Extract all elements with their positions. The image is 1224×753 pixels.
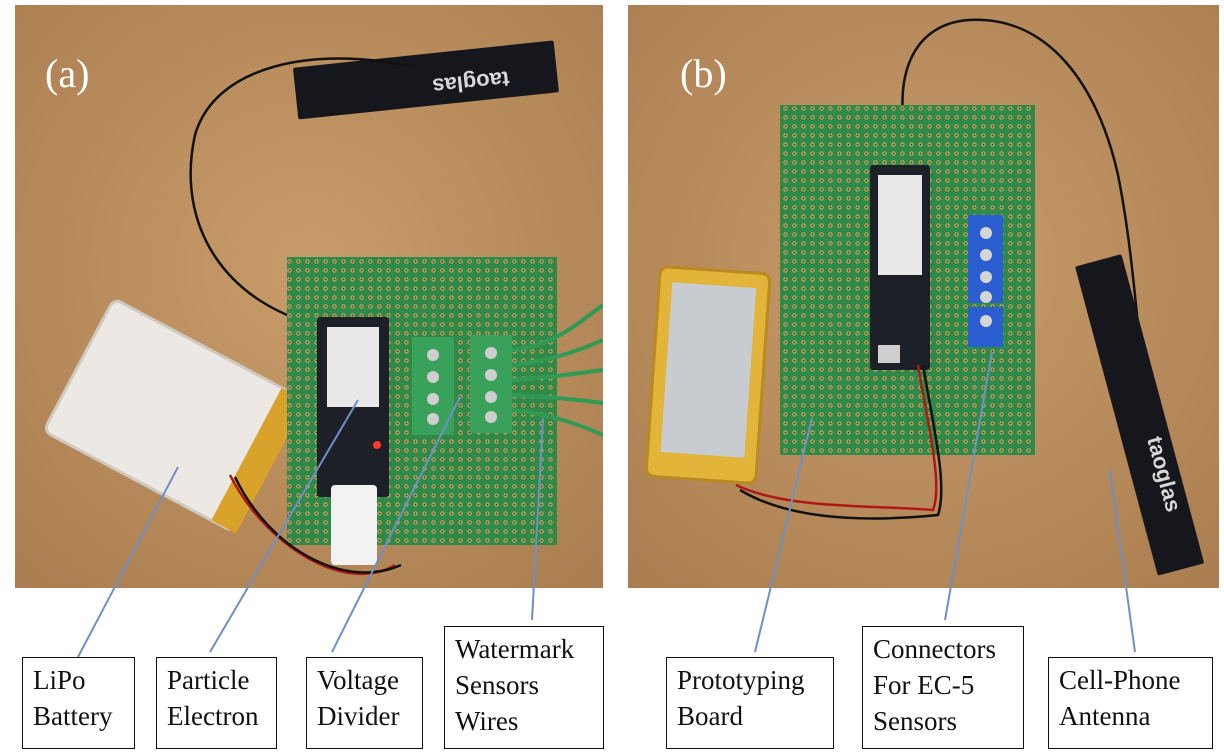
lipo-battery-b xyxy=(644,265,772,485)
callout-prototyping-board: Prototyping Board xyxy=(666,657,834,749)
callout-lipo-battery: LiPo Battery xyxy=(22,657,135,749)
photo-a: taoglas (a) xyxy=(15,5,603,588)
panel-label-a: (a) xyxy=(45,51,89,96)
callout-watermark-sensors-wires: Watermark Sensors Wires xyxy=(444,626,604,749)
callout-particle-electron: Particle Electron xyxy=(156,657,277,749)
callout-voltage-divider: Voltage Divider xyxy=(306,657,423,749)
antenna-a: taoglas xyxy=(293,40,559,120)
photo-b: taoglas (b) xyxy=(628,5,1219,588)
callout-cell-phone-antenna: Cell-Phone Antenna xyxy=(1048,657,1213,749)
ec5-connector-2 xyxy=(968,307,1003,347)
callout-connectors-ec5: Connectors For EC-5 Sensors xyxy=(862,626,1024,749)
sensor-wires-a xyxy=(511,303,603,437)
panel-label-b: (b) xyxy=(680,51,727,96)
